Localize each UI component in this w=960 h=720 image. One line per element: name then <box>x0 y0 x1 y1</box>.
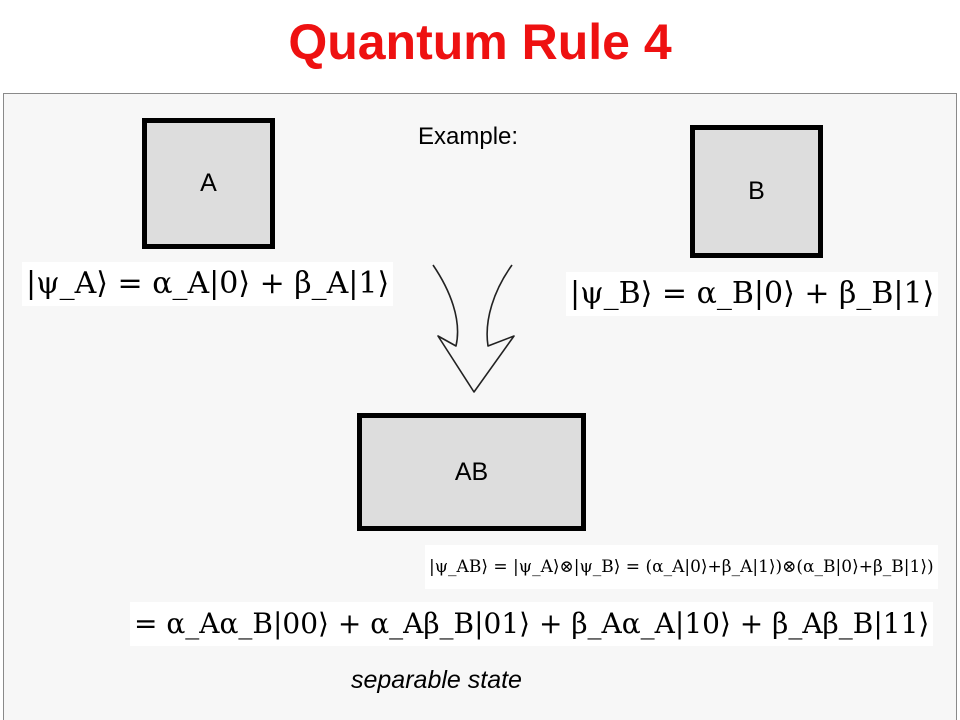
example-label: Example: <box>418 123 519 150</box>
system-ab-box: AB <box>357 413 586 531</box>
system-ab-label: AB <box>454 457 489 486</box>
state-ab-equation-line2: = α_Aα_B|00⟩ + α_Aβ_B|01⟩ + β_Aα_A|10⟩ +… <box>130 602 934 646</box>
system-a-label: A <box>200 169 217 197</box>
state-b-equation: |ψ_B⟩ = α_B|0⟩ + β_B|1⟩ <box>566 272 939 316</box>
separable-state-label: separable state <box>351 666 522 694</box>
system-b-box: B <box>690 125 823 258</box>
state-ab-equation-line1: |ψ_AB⟩ = |ψ_A⟩⊗|ψ_B⟩ = (α_A|0⟩+β_A|1⟩)⊗(… <box>425 545 938 589</box>
system-b-label: B <box>748 177 765 205</box>
merge-arrow-icon <box>432 264 515 393</box>
slide-title: Quantum Rule 4 <box>288 14 672 70</box>
system-a-box: A <box>142 118 275 249</box>
state-a-equation: |ψ_A⟩ = α_A|0⟩ + β_A|1⟩ <box>22 262 394 306</box>
